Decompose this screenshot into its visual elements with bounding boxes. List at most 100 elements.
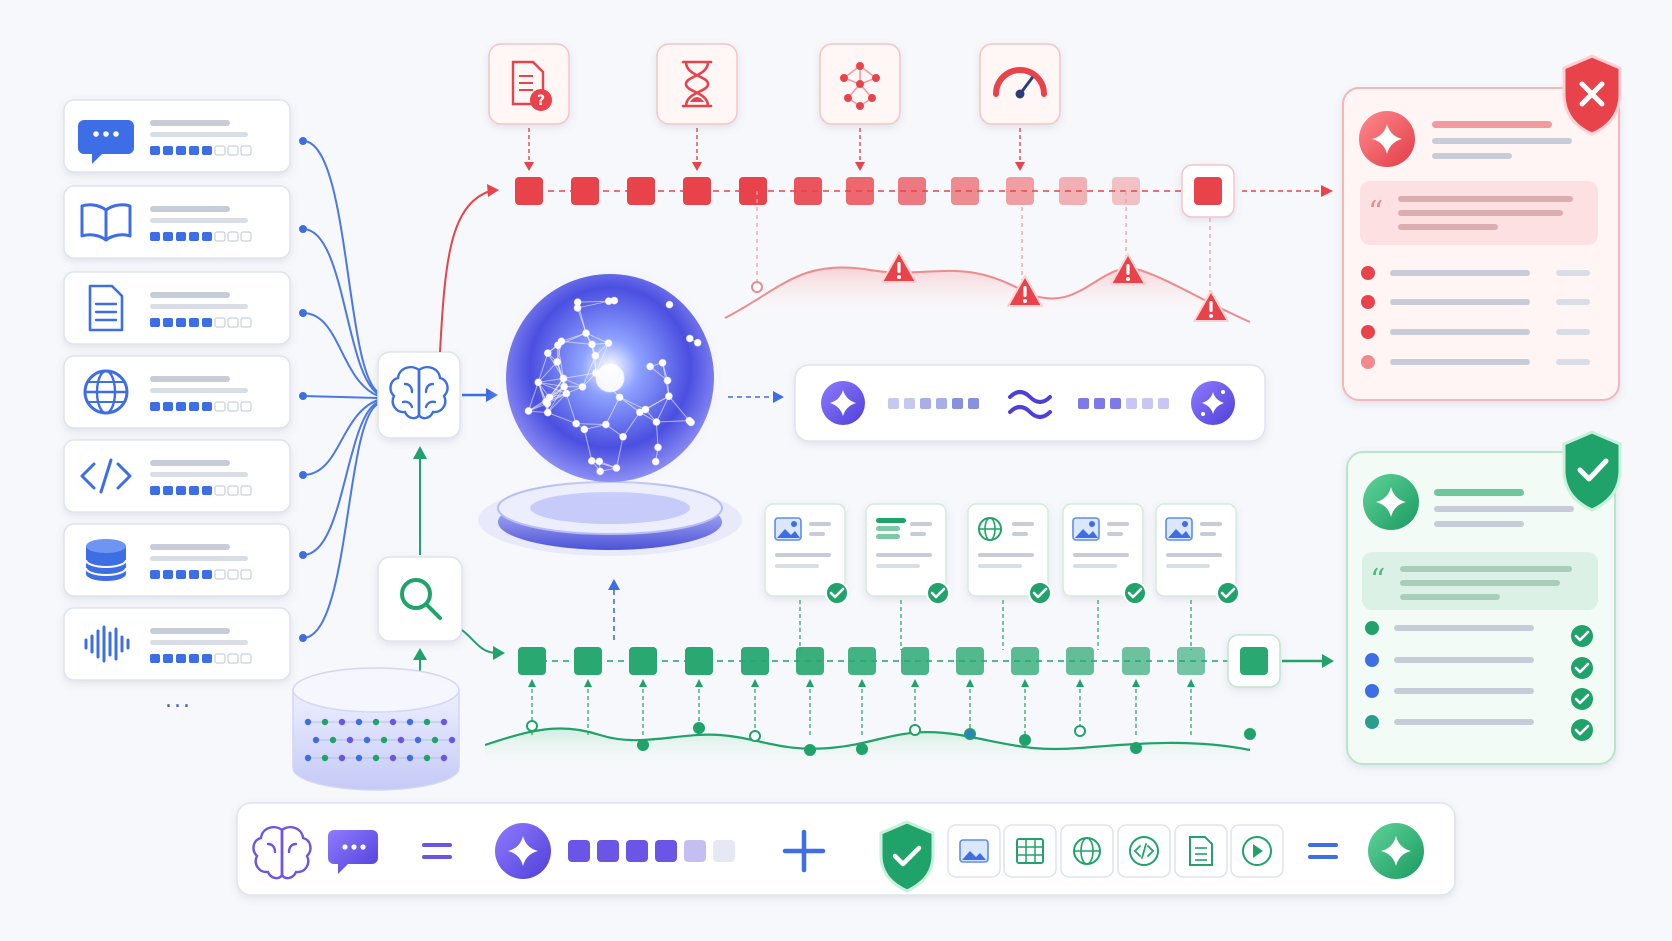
source-card-line xyxy=(150,388,248,393)
image-icon xyxy=(1165,517,1193,541)
source-card[interactable] xyxy=(63,271,291,345)
formula-tokens xyxy=(568,840,735,862)
red-claim-score xyxy=(1556,359,1590,365)
green-curve-node xyxy=(964,728,976,740)
source-card-token xyxy=(189,486,199,495)
evidence-line xyxy=(1073,553,1129,557)
check-circle-icon xyxy=(1571,625,1593,647)
source-card-token xyxy=(202,232,212,241)
code-icon xyxy=(1129,836,1159,866)
source-card-token xyxy=(240,653,252,664)
sphere-node xyxy=(582,329,590,338)
sphere-node xyxy=(559,374,568,383)
green-rise-arrowhead xyxy=(695,679,703,687)
formula-tile-bg xyxy=(1174,824,1228,878)
check-circle-icon xyxy=(1571,719,1593,741)
source-card-token xyxy=(227,145,239,156)
green-curve-node xyxy=(693,722,705,734)
sphere-node xyxy=(665,300,674,309)
source-card-token xyxy=(240,145,252,156)
sphere-node xyxy=(572,419,581,428)
source-card-token xyxy=(163,654,173,663)
evidence-card xyxy=(865,503,950,650)
evidence-line xyxy=(1012,522,1034,526)
green-claim-bullet xyxy=(1365,715,1379,729)
embedding-left-sparkle xyxy=(821,381,865,425)
embedding-left-tokens xyxy=(888,398,979,409)
plus-sign xyxy=(782,829,826,873)
red-card-sub-line xyxy=(1432,138,1572,144)
formula-tile xyxy=(947,824,1001,878)
source-card-line xyxy=(150,460,230,466)
source-card[interactable] xyxy=(63,439,291,513)
red-claim-score xyxy=(1556,270,1590,276)
embedding-token xyxy=(968,398,979,409)
failure-icon-arrowhead xyxy=(855,162,865,171)
brain-icon xyxy=(389,366,449,420)
check-circle-icon xyxy=(825,581,849,605)
green-card-sub-line xyxy=(1434,506,1574,512)
green-claim-bullet xyxy=(1365,653,1379,667)
green-rise-arrowhead xyxy=(584,679,592,687)
source-card-token xyxy=(240,569,252,580)
db-node xyxy=(372,718,380,726)
evidence-card xyxy=(1062,503,1147,650)
green-claim-line xyxy=(1394,657,1534,663)
source-card-token xyxy=(176,570,186,579)
db-node xyxy=(304,718,312,726)
source-card[interactable] xyxy=(63,99,291,173)
red-quote-line xyxy=(1398,196,1573,202)
green-quote-line xyxy=(1400,594,1500,600)
green-output-arrowhead xyxy=(1322,654,1334,668)
formula-token xyxy=(655,840,677,862)
gauge-icon xyxy=(993,67,1047,99)
sphere-link xyxy=(576,423,606,426)
source-connector-dots xyxy=(299,137,307,642)
formula-token xyxy=(684,840,706,862)
db-node xyxy=(423,754,431,762)
embedding-token xyxy=(888,398,899,409)
source-card-token xyxy=(189,318,199,327)
source-card-token xyxy=(214,569,226,580)
green-card-title-line xyxy=(1434,489,1524,496)
source-card-token xyxy=(163,232,173,241)
source-card-token xyxy=(150,402,160,411)
red-claim-bullet xyxy=(1361,266,1375,280)
green-curve-node xyxy=(856,743,868,755)
code-icon xyxy=(80,458,132,494)
red-token xyxy=(1059,177,1087,205)
red-card-claims xyxy=(1361,266,1590,369)
embedding-arrowhead xyxy=(773,391,784,403)
source-card[interactable] xyxy=(63,355,291,429)
green-token xyxy=(685,647,713,675)
green-claim-bullet xyxy=(1365,621,1379,635)
formula-tile-bg xyxy=(1003,824,1057,878)
embedding-token xyxy=(936,398,947,409)
db-node xyxy=(448,736,456,744)
failure-icon-arrowhead xyxy=(524,162,534,171)
red-claim-bullet xyxy=(1361,355,1375,369)
source-card[interactable] xyxy=(63,523,291,597)
source-card-token xyxy=(150,654,160,663)
source-card-token xyxy=(214,317,226,328)
document-icon xyxy=(88,284,124,332)
source-card[interactable] xyxy=(63,607,291,681)
sphere-link xyxy=(537,361,558,383)
embedding-comparison-bar xyxy=(794,364,1266,442)
embedding-right-sparkle xyxy=(1191,381,1235,425)
green-token xyxy=(1177,647,1205,675)
db-node xyxy=(312,736,320,744)
sphere-link xyxy=(563,372,597,379)
embedding-token xyxy=(904,398,915,409)
green-curve-node xyxy=(526,720,538,732)
green-token xyxy=(741,647,769,675)
source-card-line xyxy=(150,292,230,298)
sphere-node xyxy=(534,378,543,387)
green-curve-node xyxy=(637,739,649,751)
evidence-card xyxy=(1155,503,1240,650)
sphere-node xyxy=(693,338,702,347)
search-box[interactable] xyxy=(377,556,463,642)
source-card[interactable] xyxy=(63,185,291,259)
source-card-token xyxy=(202,570,212,579)
source-card-token xyxy=(176,146,186,155)
